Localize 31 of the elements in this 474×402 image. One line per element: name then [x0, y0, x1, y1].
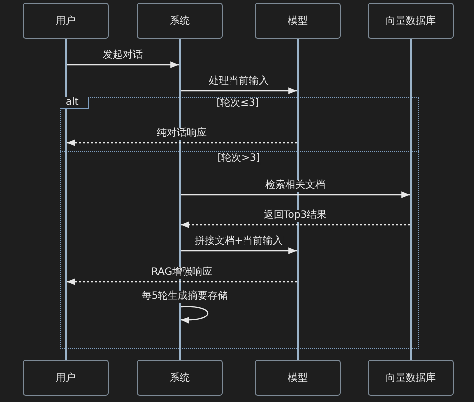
return-message-arrow: [67, 140, 297, 146]
participant-box: 系统: [137, 360, 223, 396]
message-label: 每5轮生成摘要存储: [140, 291, 230, 303]
message-label: 纯对话响应: [156, 128, 208, 140]
message-arrow: [67, 62, 179, 68]
message-arrow: [181, 192, 410, 198]
lifeline: [297, 39, 299, 360]
guard-condition: [轮次≤3]: [216, 98, 260, 110]
message-label: 拼接文档+当前输入: [194, 236, 284, 248]
self-message-arrow: [181, 306, 208, 324]
message-arrow: [181, 88, 297, 94]
participant-box: 用户: [23, 360, 109, 396]
message-label: 返回Top3结果: [262, 210, 328, 222]
guard-condition: [轮次>3]: [218, 153, 260, 165]
participant-box: 向量数据库: [368, 3, 454, 39]
participant-box: 模型: [255, 360, 341, 396]
participant-box: 向量数据库: [368, 360, 454, 396]
return-message-arrow: [181, 222, 410, 228]
participant-box: 模型: [255, 3, 341, 39]
return-message-arrow: [67, 278, 297, 286]
message-label: 处理当前输入: [208, 76, 270, 88]
frame-tag: alt: [60, 97, 89, 109]
message-label: RAG增强响应: [150, 267, 214, 279]
participant-box: 用户: [23, 3, 109, 39]
lifeline: [410, 39, 412, 360]
message-arrow: [181, 248, 297, 254]
lifeline: [179, 39, 181, 360]
message-label: 检索相关文档: [264, 180, 326, 192]
message-label: 发起对话: [102, 50, 144, 62]
lifeline: [65, 39, 67, 360]
participant-box: 系统: [137, 3, 223, 39]
